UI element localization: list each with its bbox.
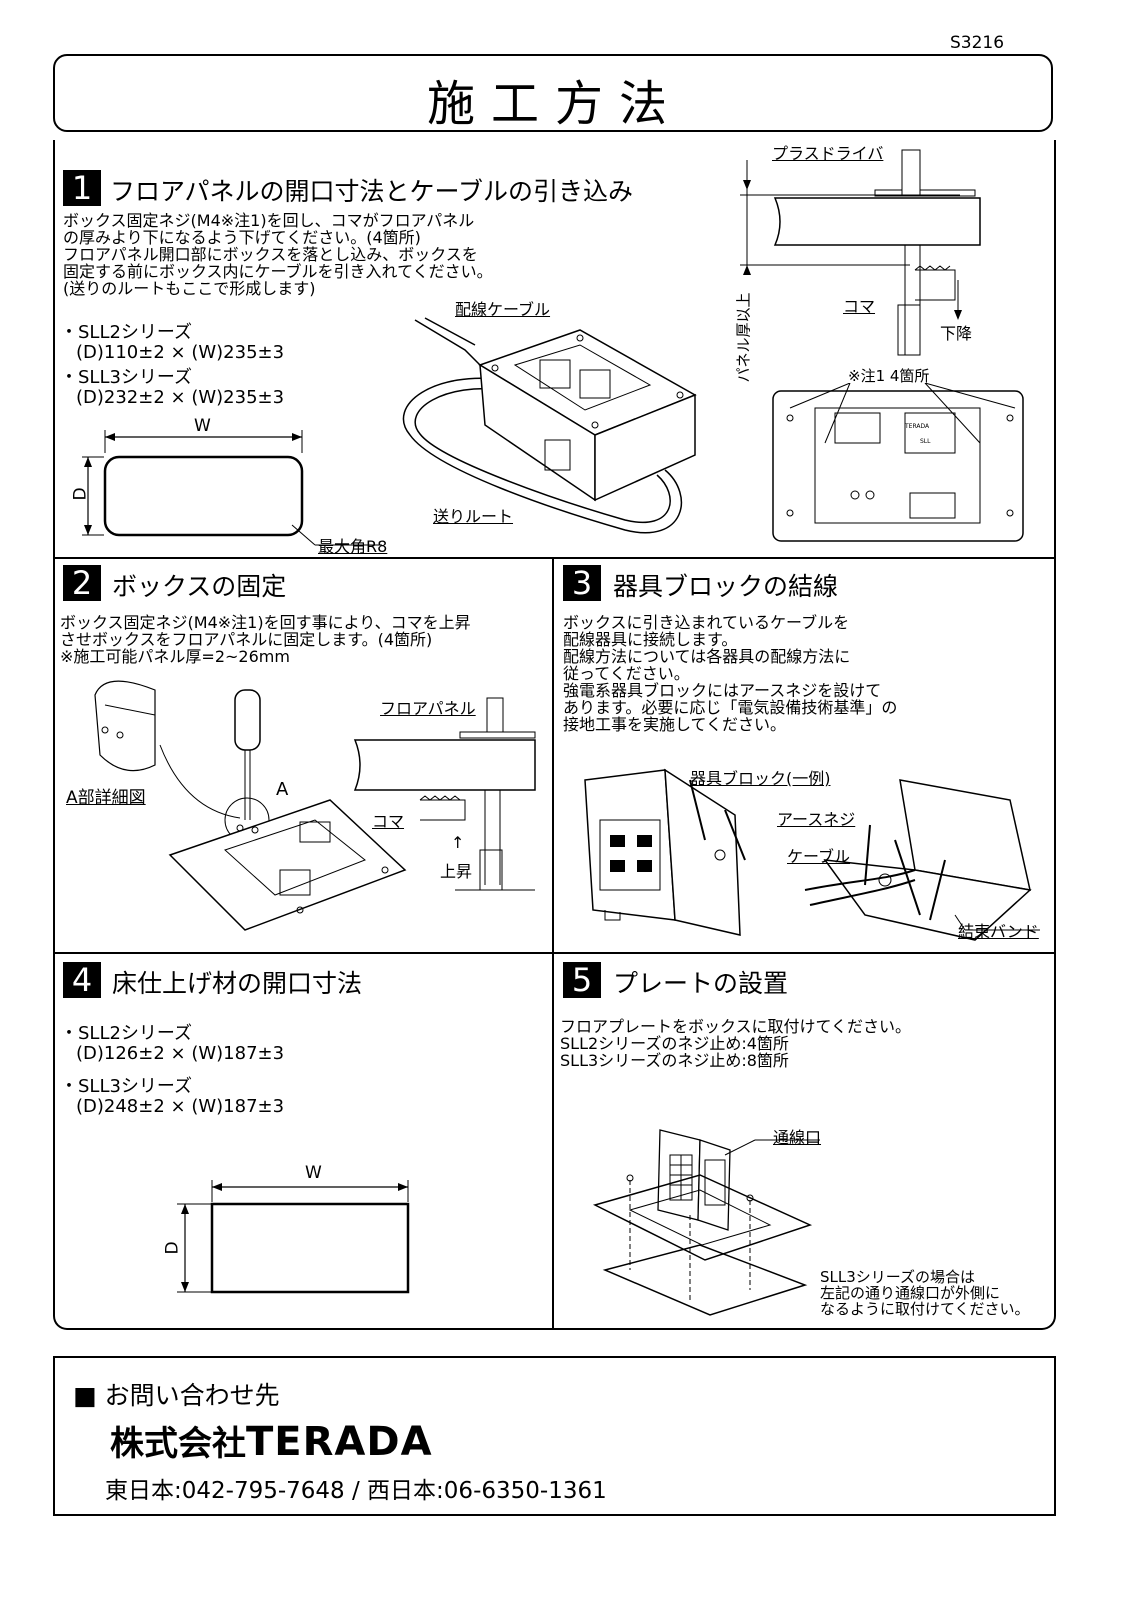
- cable-port-label: 通線口: [773, 1128, 822, 1147]
- spec-title: ・SLL2シリーズ: [60, 1023, 193, 1044]
- cable-tie-label: 結束バンド: [958, 922, 1039, 941]
- section-number: 2: [63, 565, 101, 601]
- box-cable-illustration: [402, 317, 697, 534]
- floor-panel-label: フロアパネル: [380, 699, 476, 718]
- lower-label: 下降: [940, 324, 973, 343]
- phone-numbers: 東日本:042-795-7648 / 西日本:06-6350-1361: [105, 1478, 607, 1504]
- contact-heading: ■ お問い合わせ先: [73, 1381, 280, 1410]
- paragraph-line: 強電系器具ブロックにはアースネジを設けて: [563, 681, 882, 700]
- screwdriver-label: プラスドライバ: [772, 144, 884, 163]
- section-number: 3: [563, 565, 601, 601]
- box-fixing-illustration: [94, 680, 536, 931]
- title-box: 施工方法: [53, 54, 1053, 132]
- detail-view-label: A部詳細図: [66, 788, 146, 808]
- wiring-cable-label: 配線ケーブル: [455, 300, 551, 319]
- earth-screw-label: アースネジ: [777, 810, 856, 829]
- section-number: 5: [563, 962, 601, 998]
- paragraph-line: 固定する前にボックス内にケーブルを引き入れてください。: [63, 262, 493, 281]
- spec-dimensions: (D)126±2 × (W)187±3: [76, 1043, 285, 1064]
- note-line: 左記の通り通線口が外側に: [820, 1284, 1001, 1302]
- brand-mark: TERADA: [904, 423, 930, 430]
- paragraph-line: 従ってください。: [563, 664, 690, 683]
- divider-row-1: [53, 557, 1056, 559]
- depth-label: D: [70, 487, 91, 501]
- koma-label: コマ: [372, 812, 405, 831]
- section-title: プレートの設置: [613, 969, 789, 998]
- corner-radius-label: 最大角R8: [318, 537, 388, 556]
- paragraph-line: ※施工可能パネル厚=2~26mm: [60, 647, 290, 666]
- paragraph-line: (送りのルートもここで形成します): [63, 279, 316, 298]
- paragraph-line: SLL3シリーズのネジ止め:8箇所: [560, 1051, 789, 1070]
- paragraph-line: SLL2シリーズのネジ止め:4箇所: [560, 1034, 789, 1053]
- plate-install-illustration: [592, 1129, 820, 1316]
- spec-dimensions: (D)248±2 × (W)187±3: [76, 1096, 285, 1117]
- spec-dimensions: (D)110±2 × (W)235±3: [76, 342, 285, 363]
- note-line: SLL3シリーズの場合は: [820, 1268, 976, 1286]
- paragraph-line: ボックス固定ネジ(M4※注1)を回し、コマがフロアパネル: [63, 211, 475, 230]
- paragraph-line: ボックス固定ネジ(M4※注1)を回す事により、コマを上昇: [60, 613, 471, 632]
- spec-title: ・SLL3シリーズ: [60, 367, 193, 388]
- page-title: 施工方法: [426, 76, 683, 132]
- series-mark: SLL: [920, 438, 931, 445]
- spec-dimensions: (D)232±2 × (W)235±3: [76, 387, 285, 408]
- paragraph-line: ボックスに引き込まれているケーブルを: [563, 613, 850, 632]
- panel-thickness-label: パネル厚以上: [734, 292, 753, 383]
- contact-box: ■ お問い合わせ先 株式会社TERADA 東日本:042-795-7648 / …: [53, 1356, 1056, 1516]
- section-number: 4: [63, 962, 101, 998]
- cable-label: ケーブル: [787, 847, 851, 866]
- paragraph-line: の厚みより下になるよう下げてください。(4箇所): [63, 228, 421, 247]
- paragraph-line: 接地工事を実施してください。: [563, 715, 787, 734]
- finish-opening-drawing: [177, 1180, 410, 1294]
- note-label: ※注1 4箇所: [848, 367, 930, 385]
- divider-row-2: [53, 952, 1056, 954]
- paragraph-line: あります。必要に応じ「電気設備技術基準」の: [563, 698, 898, 717]
- paragraph-line: フロアパネル開口部にボックスを落とし込み、ボックスを: [63, 245, 478, 264]
- paragraph-line: 配線方法については各器具の配線方法に: [563, 647, 851, 666]
- section-number: 1: [63, 170, 101, 206]
- paragraph-line: させボックスをフロアパネルに固定します。(4箇所): [60, 630, 433, 649]
- paragraph-line: 配線器具に接続します。: [563, 630, 738, 649]
- raise-label: 上昇: [440, 862, 473, 881]
- detail-marker-label: A: [276, 779, 289, 800]
- company-name-en: TERADA: [246, 1419, 433, 1465]
- spec-title: ・SLL2シリーズ: [60, 322, 193, 343]
- wiring-illustration: [584, 768, 1040, 941]
- section-title: 器具ブロックの結線: [613, 572, 839, 601]
- feed-route-label: 送りルート: [433, 507, 514, 526]
- width-label: W: [194, 416, 211, 436]
- box-top-view: TERADA SLL: [772, 383, 1024, 542]
- instructions-frame: [53, 140, 1056, 1330]
- company-name: 株式会社TERADA: [110, 1416, 433, 1465]
- opening-dimension-drawing: [82, 430, 382, 546]
- depth-label: D: [162, 1241, 183, 1255]
- device-block-label: 器具ブロック(一例): [690, 769, 831, 788]
- width-label: W: [305, 1163, 322, 1183]
- koma-label: コマ: [843, 297, 876, 316]
- panel-section-drawing: [740, 149, 981, 356]
- spec-title: ・SLL3シリーズ: [60, 1076, 193, 1097]
- section-title: 床仕上げ材の開口寸法: [112, 969, 363, 998]
- company-name-jp: 株式会社: [110, 1424, 246, 1464]
- paragraph-line: フロアプレートをボックスに取付けてください。: [560, 1017, 912, 1036]
- section-title: ボックスの固定: [112, 572, 287, 601]
- section-title: フロアパネルの開口寸法とケーブルの引き込み: [110, 177, 634, 206]
- document-code: S3216: [950, 33, 1005, 53]
- up-arrow: ↑: [451, 833, 465, 852]
- divider-column: [552, 557, 554, 1330]
- note-line: なるように取付けてください。: [820, 1300, 1030, 1318]
